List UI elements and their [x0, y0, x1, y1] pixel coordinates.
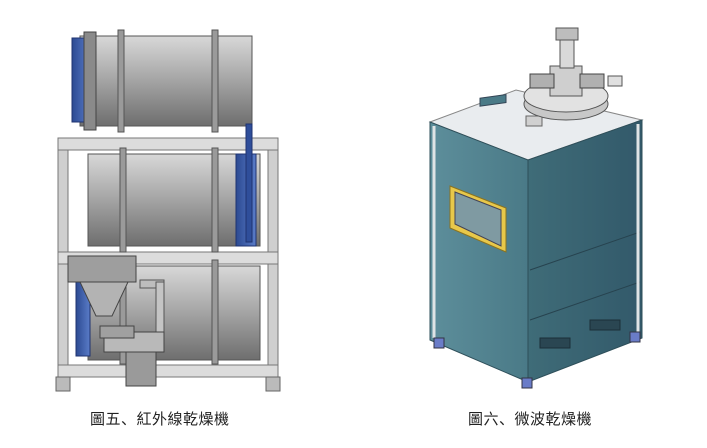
- infrared-dryer-illustration: [55, 29, 281, 392]
- microwave-dryer-figure: [410, 20, 660, 398]
- infrared-dryer-figure: [40, 20, 300, 398]
- figure-caption-infrared: 圖五、紅外線乾燥機: [90, 410, 230, 428]
- figure-caption-microwave: 圖六、微波乾燥機: [468, 410, 593, 428]
- microwave-dryer-illustration: [428, 27, 644, 389]
